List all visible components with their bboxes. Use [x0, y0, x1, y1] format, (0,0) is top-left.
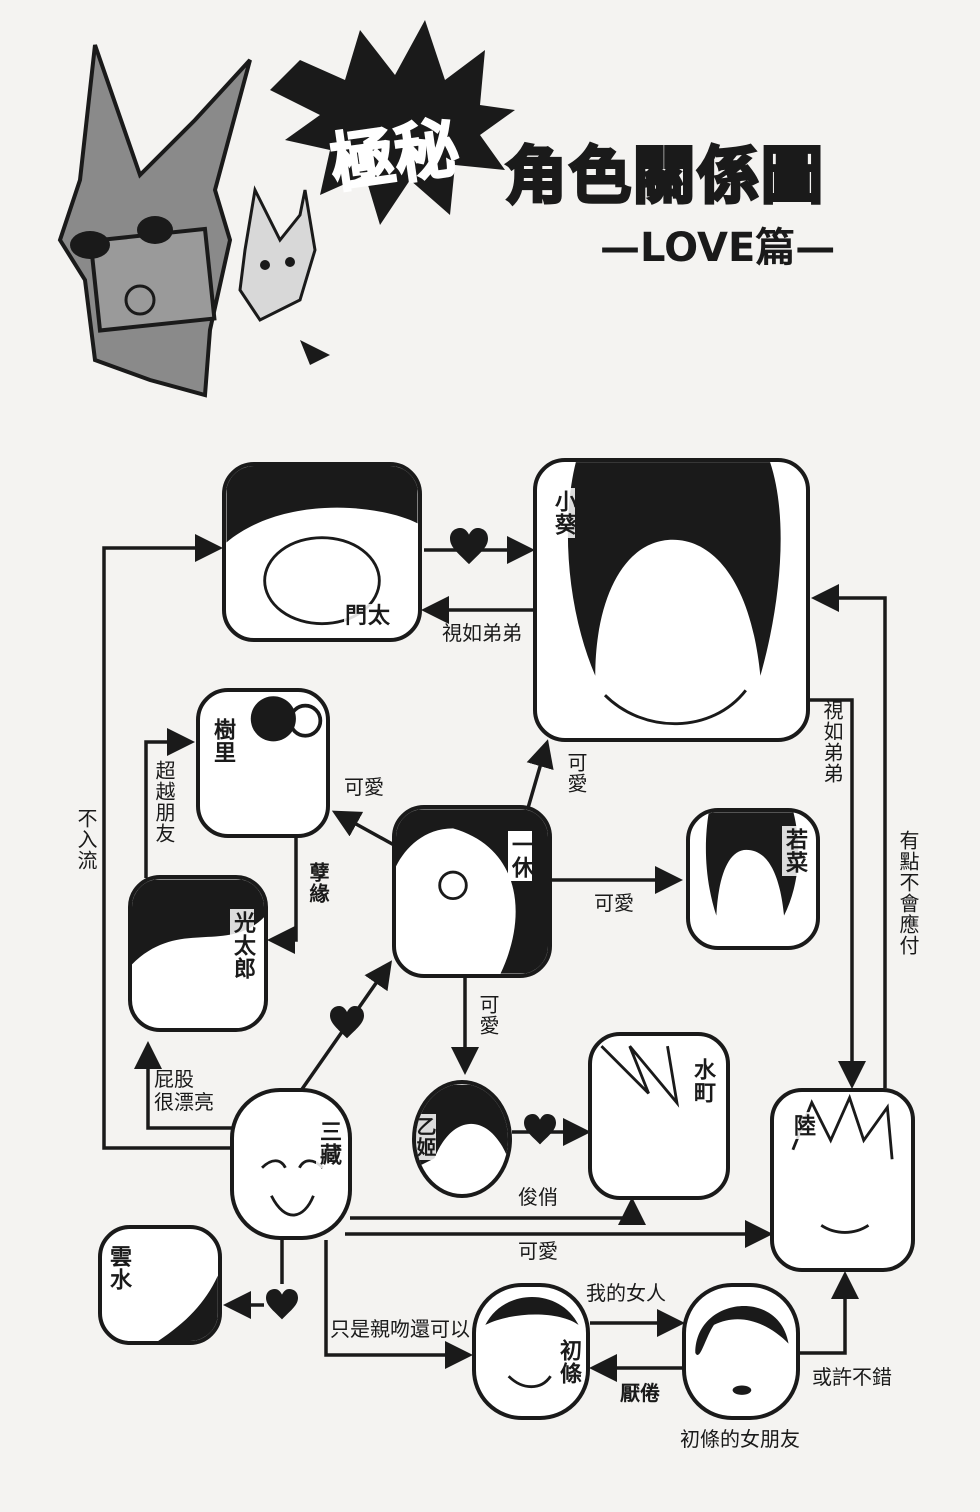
node-name: 樹里 [210, 716, 235, 766]
node-monta: 門太 [222, 462, 422, 642]
edge-sanzo-hatsujo [324, 1240, 473, 1369]
label-hatsujo-girlfriend: 我的女人 [586, 1281, 666, 1305]
edge-riku-aoi [811, 584, 887, 1088]
edge-girlfriend-riku [800, 1271, 859, 1355]
node-name: 若菜 [782, 826, 807, 876]
label-ikkyu-juri: 可愛 [344, 775, 384, 799]
label-girlfriend-hatsujo: 厭倦 [620, 1381, 660, 1405]
label-aoi-riku: 視如弟弟 [820, 700, 844, 784]
node-name-hatsujo-girlfriend: 初條的女朋友 [680, 1427, 800, 1451]
heart-icon [524, 1114, 556, 1145]
node-name: 水町 [690, 1056, 715, 1106]
label-aoi-monta: 視如弟弟 [442, 621, 522, 645]
edge-ikkyu-juri [331, 810, 395, 847]
header-art [57, 20, 515, 398]
node-name: 陸 [790, 1112, 815, 1139]
label-kotaro-juri: 超越朋友 [152, 760, 176, 844]
edge-sanzo-kotaro [134, 1041, 232, 1130]
edge-sanzo-mizumachi [350, 1197, 646, 1225]
edge-sanzo-monta [102, 534, 232, 1150]
edge-ikkyu-aoi [526, 739, 554, 809]
node-mizumachi: 水町 [588, 1032, 730, 1200]
heart-icon [266, 1289, 298, 1320]
page-subtitle: —LOVE篇— [600, 225, 836, 271]
node-sanzo: 三藏 [230, 1088, 352, 1240]
node-riku: 陸 [770, 1088, 915, 1272]
label-sanzo-riku: 可愛 [518, 1239, 558, 1263]
node-otohime: 乙姬 [412, 1080, 512, 1198]
node-name: 乙姬 [413, 1114, 437, 1160]
mascot-demon-illustration [57, 44, 252, 398]
node-juri: 樹里 [196, 688, 330, 838]
label-juri-kotaro: 孽緣 [306, 862, 330, 904]
edge-kotaro-juri [144, 728, 195, 878]
label-ikkyu-aoi: 可愛 [564, 752, 588, 794]
node-kotaro: 光太郎 [128, 875, 268, 1032]
label-ikkyu-wakana: 可愛 [594, 891, 634, 915]
node-name: 雲水 [106, 1243, 131, 1293]
label-sanzo-hatsujo: 只是親吻還可以 [330, 1317, 470, 1341]
node-name: 小葵 [551, 488, 576, 538]
edge-aoi-riku [810, 698, 866, 1089]
label-sanzo-mizumachi: 俊俏 [518, 1185, 558, 1209]
node-ikkyu: 一休 [392, 805, 552, 978]
heart-icon [450, 528, 488, 565]
edge-juri-kotaro [267, 838, 298, 954]
heart-icon [330, 1006, 364, 1039]
label-sanzo-kotaro: 屁股 很漂亮 [154, 1067, 214, 1114]
node-aoi: 小葵 [533, 458, 810, 742]
label-sanzo-monta: 不入流 [74, 808, 98, 871]
node-name: 三藏 [316, 1118, 341, 1168]
page-title: 角色關係圖 [503, 138, 826, 214]
label-riku-aoi: 有點不會應付 [896, 830, 920, 956]
node-name: 一休 [508, 831, 533, 881]
node-hatsujo-girlfriend [682, 1283, 800, 1420]
mascot-small-devil-illustration [238, 185, 330, 365]
node-wakana: 若菜 [686, 808, 820, 950]
label-girlfriend-riku: 或許不錯 [812, 1365, 892, 1389]
node-name: 初條 [556, 1337, 581, 1387]
secret-burst [270, 20, 515, 225]
node-unsui: 雲水 [98, 1225, 222, 1345]
node-name: 門太 [343, 604, 392, 630]
label-ikkyu-otohime: 可愛 [476, 994, 500, 1036]
node-hatsujo: 初條 [472, 1283, 590, 1420]
node-name: 光太郎 [230, 909, 255, 982]
